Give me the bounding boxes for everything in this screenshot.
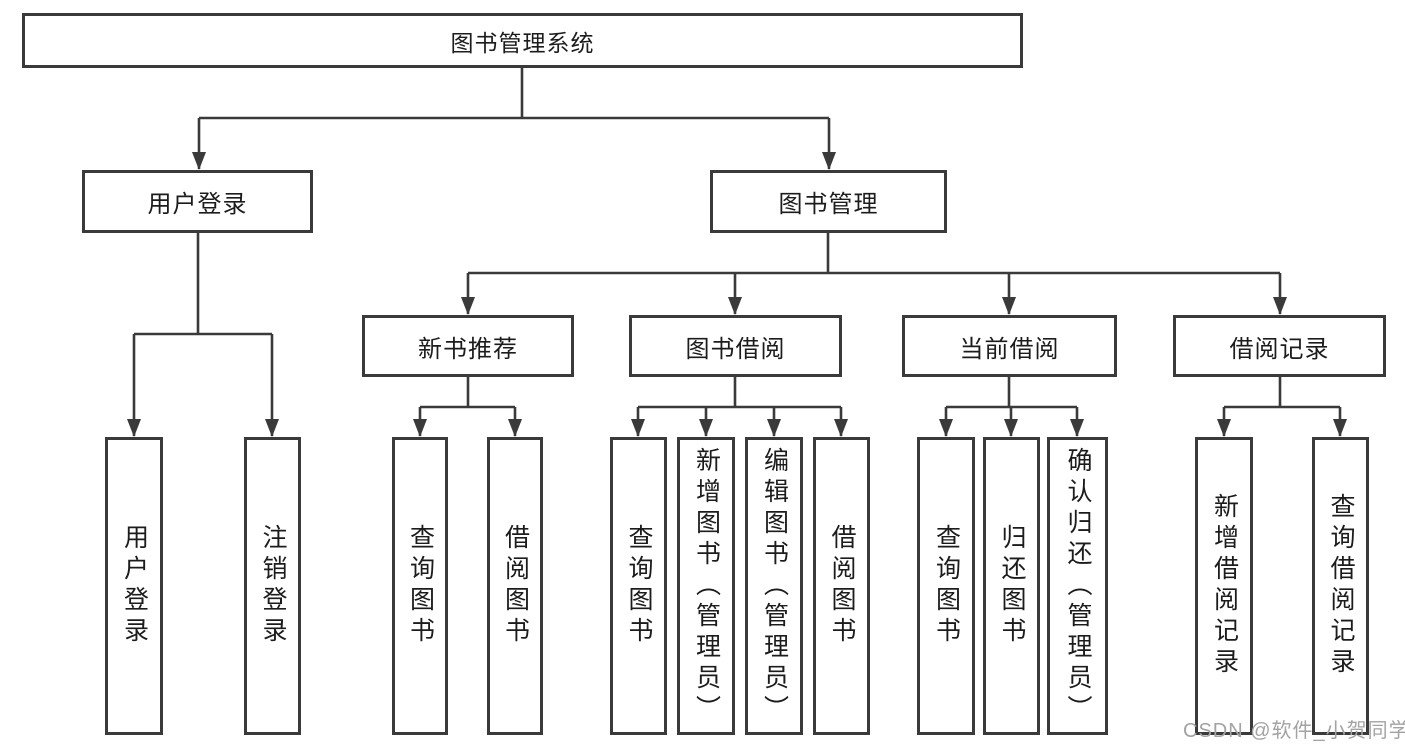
node-leaf-borrow-books-recommend: 借阅图书 (487, 437, 543, 735)
node-label: 注销登录 (259, 524, 287, 648)
node-label: 新增图书（管理员） (692, 446, 721, 726)
node-leaf-query-books-current: 查询图书 (917, 437, 975, 735)
node-label: 查询借阅记录 (1327, 493, 1355, 679)
node-label: 图书管理系统 (450, 29, 595, 56)
node-label: 新书推荐 (418, 335, 518, 363)
node-leaf-logout: 注销登录 (244, 437, 301, 735)
node-book-borrowing: 图书借阅 (629, 315, 842, 377)
node-label: 编辑图书（管理员） (760, 446, 789, 726)
node-label: 用户登录 (120, 524, 149, 648)
node-leaf-return-books: 归还图书 (983, 437, 1040, 735)
node-leaf-user-login: 用户登录 (105, 437, 163, 735)
node-leaf-add-books-admin: 新增图书（管理员） (677, 437, 735, 735)
node-label: 用户登录 (147, 191, 248, 218)
node-label: 新增借阅记录 (1210, 493, 1239, 679)
node-label: 图书管理 (778, 191, 879, 218)
node-leaf-confirm-return-admin: 确认归还（管理员） (1047, 437, 1108, 735)
node-label: 查询图书 (625, 524, 653, 648)
node-leaf-query-books-recommend: 查询图书 (392, 437, 448, 735)
node-label: 当前借阅 (959, 335, 1060, 363)
node-label: 借阅图书 (828, 524, 856, 648)
node-label: 借阅图书 (501, 524, 530, 648)
node-label: 确认归还（管理员） (1064, 446, 1092, 726)
node-label: 图书借阅 (685, 335, 786, 363)
node-leaf-edit-books-admin: 编辑图书（管理员） (745, 437, 803, 735)
node-book-management: 图书管理 (710, 170, 947, 233)
node-book-management-system: 图书管理系统 (22, 13, 1023, 68)
node-label: 归还图书 (998, 524, 1026, 648)
node-current-borrowing: 当前借阅 (902, 315, 1117, 377)
node-new-book-recommend: 新书推荐 (362, 315, 574, 377)
node-leaf-borrow-books: 借阅图书 (813, 437, 870, 735)
node-leaf-query-books-borrowing: 查询图书 (610, 437, 667, 735)
node-leaf-query-borrow-record: 查询借阅记录 (1312, 437, 1369, 735)
node-label: 借阅记录 (1229, 335, 1330, 363)
node-label: 查询图书 (406, 524, 435, 648)
node-leaf-add-borrow-record: 新增借阅记录 (1195, 437, 1253, 735)
node-label: 查询图书 (932, 524, 961, 648)
node-user-login: 用户登录 (82, 170, 313, 233)
node-borrowing-records: 借阅记录 (1173, 315, 1386, 377)
csdn-watermark: CSDN @软件_小贺同学 (1183, 720, 1405, 742)
